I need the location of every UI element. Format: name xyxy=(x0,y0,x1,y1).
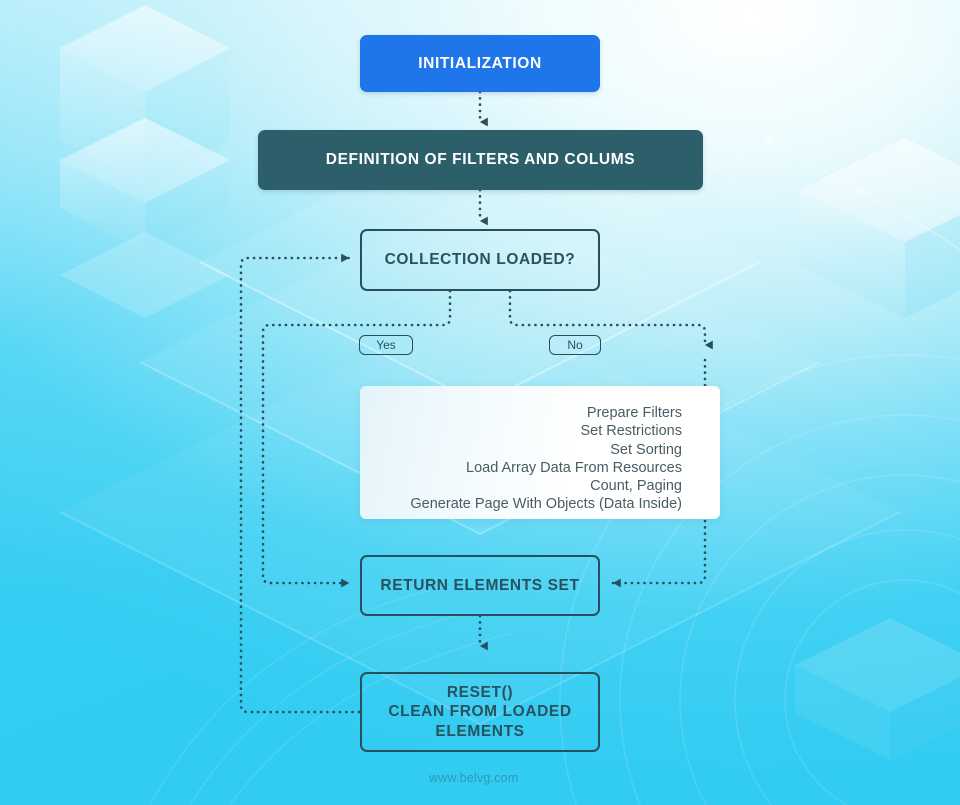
node-initialization[interactable]: INITIALIZATION xyxy=(360,35,600,92)
node-reset-line-3: ELEMENTS xyxy=(435,722,525,740)
node-return-elements-set[interactable]: RETURN ELEMENTS SET xyxy=(360,555,600,616)
node-return-elements-label: RETURN ELEMENTS SET xyxy=(380,576,580,594)
step-item: Set Restrictions xyxy=(580,423,682,440)
node-definition-label: DEFINITION OF FILTERS AND COLUMS xyxy=(325,151,636,168)
node-reset-line-1: RESET() xyxy=(446,683,514,701)
edge-reset-loop-to-collection xyxy=(239,253,361,714)
node-collection-loaded-label: COLLECTION LOADED? xyxy=(384,251,576,269)
node-collection-loaded[interactable]: COLLECTION LOADED? xyxy=(360,229,600,291)
step-item: Generate Page With Objects (Data Inside) xyxy=(410,496,682,513)
node-reset-clean[interactable]: RESET() CLEAN FROM LOADED ELEMENTS xyxy=(360,672,600,752)
decision-label-yes: Yes xyxy=(359,335,413,355)
step-item: Set Sorting xyxy=(610,441,682,458)
step-item: Count, Paging xyxy=(590,478,682,495)
node-reset-line-2: CLEAN FROM LOADED xyxy=(388,703,572,721)
edge-yes-to-return xyxy=(261,289,452,588)
decision-label-no-text: No xyxy=(567,338,583,352)
node-initialization-label: INITIALIZATION xyxy=(418,54,542,72)
steps-list: Prepare Filters Set Restrictions Set Sor… xyxy=(410,404,682,514)
watermark: www.belvg.com xyxy=(429,771,518,785)
step-item: Prepare Filters xyxy=(586,405,682,421)
decision-label-yes-text: Yes xyxy=(376,338,396,352)
edge-no-to-steps xyxy=(508,289,713,350)
decision-label-no: No xyxy=(549,335,601,355)
steps-panel: Prepare Filters Set Restrictions Set Sor… xyxy=(360,386,720,519)
edge-steps-to-return xyxy=(611,519,707,588)
step-item: Load Array Data From Resources xyxy=(466,459,682,476)
node-definition-of-filters[interactable]: DEFINITION OF FILTERS AND COLUMS xyxy=(258,130,703,190)
watermark-text: www.belvg.com xyxy=(429,771,519,785)
